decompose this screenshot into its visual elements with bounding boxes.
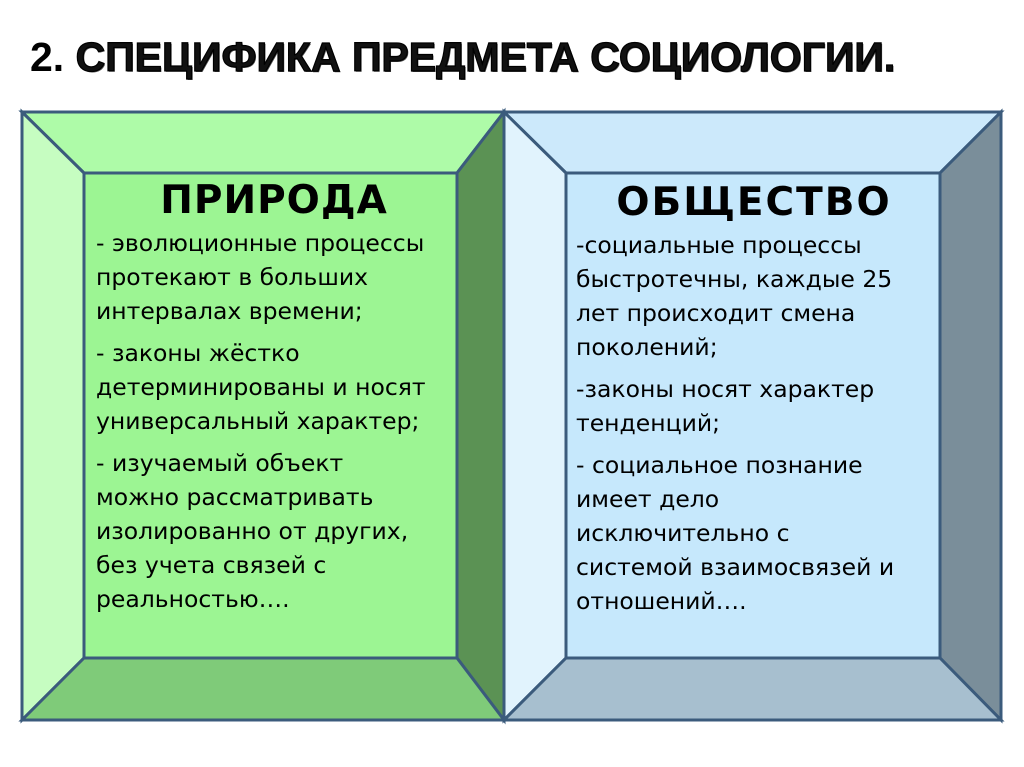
society-item-line: -законы носят характер [576,375,875,403]
society-bevel-right [938,108,1003,724]
society-item-line: системой взаимосвязей и [576,553,895,581]
slide-title-number: 2. [30,34,65,80]
society-item-line: имеет дело [576,485,720,513]
nature-bevel-right [455,107,506,725]
nature-item-line: интервалах времени; [96,297,363,325]
slide-title: 2. СПЕЦИФИКА ПРЕДМЕТА СОЦИОЛОГИИ. [30,33,1010,81]
society-item: -законы носят характер тенденций; [576,372,932,440]
nature-item-line: - изучаемый объект [96,449,344,477]
society-bevel-top [500,110,1005,175]
society-item-line: тенденций; [576,409,721,437]
society-bevel-left [502,108,568,724]
nature-item-line: без учета связей с [96,551,327,579]
nature-bevel-bottom [18,656,508,722]
nature-panel: ПРИРОДА - эволюционные процессы протекаю… [96,178,452,624]
society-item-line: быстротечны, каждые 25 [576,265,893,293]
nature-item-line: изолированно от других, [96,517,409,545]
nature-item-line: можно рассматривать [96,483,374,511]
society-item: -социальные процессы быстротечны, каждые… [576,228,932,364]
nature-item-line: детерминированы и носят [96,373,426,401]
society-bevel-bottom [500,656,1005,722]
society-item-line: -социальные процессы [576,231,862,259]
nature-item-line: - эволюционные процессы [96,229,425,257]
society-item-line: лет происходит смена [576,299,856,327]
society-heading: ОБЩЕСТВО [616,180,892,225]
society-panel: ОБЩЕСТВО -социальные процессы быстротечн… [576,180,932,626]
society-face [564,171,942,660]
society-item: - социальное познание имеет дело исключи… [576,448,932,618]
society-item-line: исключительно с [576,519,790,547]
nature-face [82,171,459,660]
nature-item: - законы жёстко детерминированы и носят … [96,336,452,438]
nature-item: - изучаемый объект можно рассматривать и… [96,446,452,616]
nature-item-line: протекают в больших [96,263,369,291]
society-item-line: поколений; [576,333,718,361]
nature-bevel-top [18,110,508,175]
nature-bevel-left [20,108,86,724]
society-item-line: отношений…. [576,587,747,615]
nature-bevel-frame [18,107,508,725]
society-bevel-frame [500,108,1005,724]
society-item-line: - социальное познание [576,451,863,479]
nature-heading: ПРИРОДА [160,178,388,223]
nature-item: - эволюционные процессы протекают в боль… [96,226,452,328]
nature-list: - эволюционные процессы протекают в боль… [96,226,452,616]
nature-item-line: реальностью…. [96,585,290,613]
slide-title-text: СПЕЦИФИКА ПРЕДМЕТА СОЦИОЛОГИИ. [75,33,896,80]
nature-item-line: - законы жёстко [96,339,300,367]
society-list: -социальные процессы быстротечны, каждые… [576,228,932,618]
nature-item-line: универсальный характер; [96,407,420,435]
